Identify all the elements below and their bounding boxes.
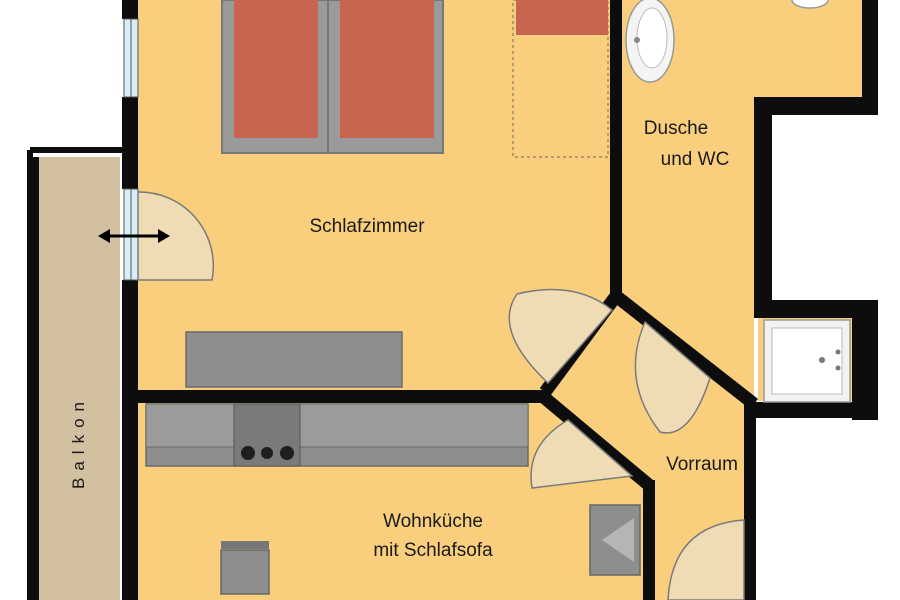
bedroom-kitchen-wall: [138, 390, 546, 403]
bedroom-cabinet: [185, 331, 403, 388]
shower-east-wall: [852, 300, 878, 420]
stove-burner: [261, 447, 273, 459]
chair-back: [221, 541, 269, 549]
bed-cover: [516, 0, 608, 35]
bed-cover-left: [234, 0, 318, 138]
kitchen-door: [530, 419, 634, 489]
balcony-label: Balkon: [69, 395, 88, 489]
bedroom-bath-wall: [610, 0, 622, 300]
hall-wall-kitchen-side: [535, 389, 655, 491]
shower-valve: [835, 365, 841, 371]
double-bed: [221, 0, 444, 154]
hallway-label: Vorraum: [666, 454, 738, 475]
balcony-floor: [36, 157, 120, 600]
shower-valve: [835, 349, 841, 355]
outer-west-wall-mid: [122, 97, 138, 189]
washbasin: [625, 0, 675, 83]
balcony: [27, 147, 125, 600]
basin-tap: [634, 37, 640, 43]
kitchen-label-line1: Wohnküche: [383, 511, 483, 532]
walls: [122, 0, 878, 600]
bath-east-step: [754, 97, 878, 115]
balcony-railing: [27, 147, 125, 600]
doors: [137, 191, 745, 600]
kitchen-counter: [145, 403, 529, 467]
balcony-access-arrow: [98, 229, 170, 243]
hallway-east-wall: [744, 400, 756, 600]
tray-drain: [819, 357, 825, 363]
shower-tray: [763, 319, 851, 403]
hallway-west-wall: [643, 480, 655, 600]
bed-cover-right: [340, 0, 434, 138]
shower-bottom-wall: [744, 402, 878, 418]
bathroom-label-line2: und WC: [661, 149, 730, 170]
balcony-door: [137, 191, 215, 281]
toilet: [791, 0, 829, 9]
bathroom-door: [634, 320, 711, 434]
fridge-detail: [602, 518, 634, 562]
bath-east-wall: [754, 97, 772, 317]
hall-wall-bath-side: [611, 290, 759, 410]
basin-inner: [636, 7, 668, 69]
shower-top-wall: [754, 300, 878, 318]
stove-burner: [241, 446, 255, 460]
bedroom-door: [508, 288, 614, 385]
kitchen-label-line2: mit Schlafsofa: [373, 540, 493, 561]
chair-seat: [220, 549, 270, 595]
counter-cabinet-left: [145, 403, 235, 448]
tray-inner: [771, 327, 843, 395]
bathroom-alcove-floor: [754, 0, 862, 97]
room-labels: Schlafzimmer Dusche und WC Vorraum Wohnk…: [69, 118, 738, 561]
arrow-head-right: [158, 229, 170, 243]
arrow-head-left: [98, 229, 110, 243]
single-bed: [512, 0, 609, 158]
bedroom-label: Schlafzimmer: [309, 216, 425, 237]
chair: [220, 541, 270, 595]
window-bedroom-upper: [123, 18, 139, 98]
counter-cabinet-right: [299, 403, 529, 448]
bathroom-label-line1: Dusche: [644, 118, 708, 139]
bath-east-wall-top: [862, 0, 878, 110]
outer-west-wall-low: [122, 280, 138, 600]
fridge: [589, 504, 641, 576]
stove-burner: [280, 446, 294, 460]
outer-west-wall-top: [122, 0, 138, 19]
